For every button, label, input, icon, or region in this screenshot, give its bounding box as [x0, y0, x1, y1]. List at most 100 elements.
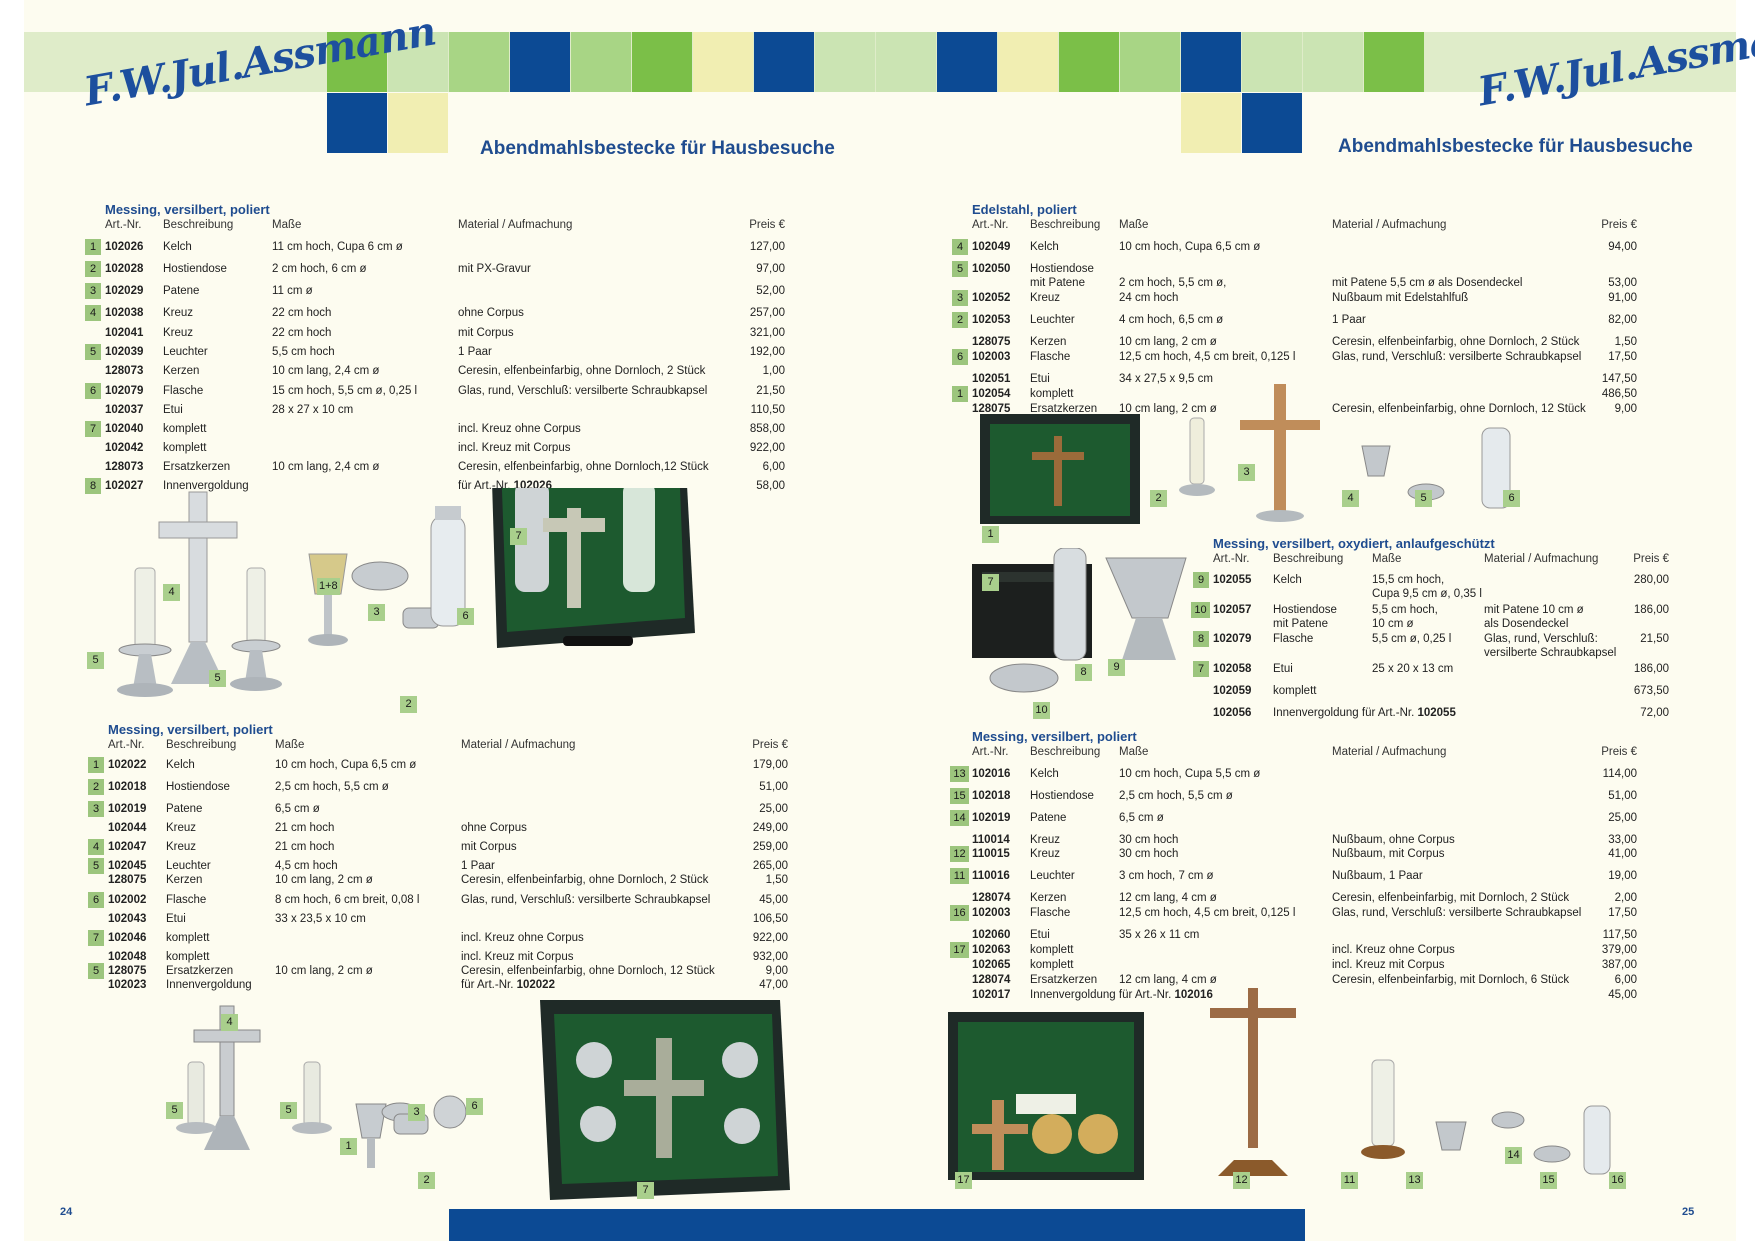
column-header-art: Art.-Nr. — [105, 219, 142, 231]
column-header-dims: Maße — [1372, 553, 1402, 565]
description: komplett — [166, 951, 210, 963]
candlestick-base-left — [176, 1122, 216, 1134]
photo-item-label: 2 — [418, 1172, 435, 1189]
article-number: 102059 — [1213, 685, 1252, 697]
description: Innenvergoldung — [166, 979, 252, 991]
section-title: Messing, versilbert, poliert — [108, 722, 273, 737]
product-photo-set-4 — [972, 548, 1187, 693]
description: komplett — [1030, 959, 1074, 971]
price: 387,00 — [1601, 959, 1637, 971]
dimensions: 8 cm hoch, 6 cm breit, 0,08 l — [275, 894, 420, 906]
item-number-badge: 5 — [85, 344, 101, 360]
article-number: 102027 — [105, 480, 144, 492]
article-number: 102063 — [972, 944, 1011, 956]
item-number-badge: 3 — [952, 290, 968, 306]
column-header-dims: Maße — [1119, 219, 1149, 231]
description: Kreuz — [166, 822, 197, 834]
header-square — [388, 32, 448, 92]
price: 19,00 — [1608, 870, 1637, 882]
material: 1 Paar — [1332, 314, 1366, 326]
description: Kerzen — [166, 874, 203, 886]
photo-item-label: 15 — [1540, 1172, 1557, 1189]
item-number-badge: 1 — [952, 386, 968, 402]
item-number-badge: 9 — [1193, 572, 1209, 588]
photo-item-label: 5 — [166, 1102, 183, 1119]
description: Leuchter — [163, 346, 208, 358]
item-number-badge: 1 — [88, 757, 104, 773]
description: Kerzen — [1030, 336, 1067, 348]
header-square — [449, 32, 509, 92]
section-title: Messing, versilbert, oxydiert, anlaufges… — [1213, 536, 1495, 551]
article-number: 102003 — [972, 907, 1011, 919]
article-number: 102049 — [972, 241, 1011, 253]
column-header-price: Preis € — [749, 219, 785, 231]
material: incl. Kreuz mit Corpus — [1332, 959, 1445, 971]
material: ohne Corpus — [461, 822, 527, 834]
column-header-art: Art.-Nr. — [108, 739, 145, 751]
candlestick-right — [230, 567, 282, 691]
photo-item-label: 2 — [400, 696, 417, 713]
description: Kreuz — [1030, 834, 1061, 846]
material: mit Patene 10 cm ø — [1484, 604, 1584, 616]
description: Kelch — [1273, 574, 1302, 586]
item-number-badge: 17 — [950, 942, 969, 958]
article-number: 102057 — [1213, 604, 1252, 616]
photo-item-label: 3 — [1238, 464, 1255, 481]
price: 6,00 — [1614, 974, 1637, 986]
description: Innenvergoldung für Art.-Nr. 102016 — [1030, 989, 1213, 1001]
material: Glas, rund, Verschluß: versilberte Schra… — [461, 894, 711, 906]
dimensions: 4 cm hoch, 6,5 cm ø — [1119, 314, 1224, 326]
steel-candlestick — [1179, 417, 1215, 496]
description: Kerzen — [1030, 892, 1067, 904]
price: 33,00 — [1608, 834, 1637, 846]
article-number: 102046 — [108, 932, 147, 944]
article-number: 102056 — [1213, 707, 1252, 719]
photo-item-label: 12 — [1233, 1172, 1250, 1189]
page-number-right: 25 — [1682, 1206, 1695, 1218]
description: Kreuz — [1030, 292, 1061, 304]
article-number: 128075 — [108, 965, 147, 977]
description: Flasche — [1030, 351, 1071, 363]
dimensions: 22 cm hoch — [272, 307, 332, 319]
column-header-desc: Beschreibung — [166, 739, 237, 751]
column-header-price: Preis € — [1601, 219, 1637, 231]
price: 45,00 — [759, 894, 788, 906]
flask-small — [433, 1095, 467, 1129]
article-number: 102022 — [108, 759, 147, 771]
column-header-art: Art.-Nr. — [972, 746, 1009, 758]
dimensions: 6,5 cm ø — [275, 803, 320, 815]
price: 1,50 — [765, 874, 788, 886]
column-header-mat: Material / Aufmachung — [1484, 553, 1599, 565]
steel-case — [980, 414, 1140, 524]
description: komplett — [166, 932, 210, 944]
photo-item-label: 5 — [209, 670, 226, 687]
material: mit Corpus — [458, 327, 514, 339]
item-number-badge: 6 — [85, 383, 101, 399]
article-number: 102003 — [972, 351, 1011, 363]
header-square — [1120, 32, 1180, 92]
article-number: 102041 — [105, 327, 144, 339]
carrying-case-2 — [540, 1000, 790, 1200]
header-square — [1059, 32, 1119, 92]
column-header-dims: Maße — [272, 219, 302, 231]
description: Etui — [1273, 663, 1293, 675]
price: 932,00 — [752, 951, 788, 963]
oxidized-flask — [1053, 548, 1087, 661]
header-square — [998, 32, 1058, 92]
photo-item-label: 3 — [408, 1104, 425, 1121]
price: 265,00 — [752, 860, 788, 872]
article-number: 102002 — [108, 894, 147, 906]
paten — [351, 561, 409, 591]
article-number: 102052 — [972, 292, 1011, 304]
column-header-desc: Beschreibung — [1273, 553, 1344, 565]
item-number-badge: 3 — [85, 283, 101, 299]
column-header-mat: Material / Aufmachung — [461, 739, 576, 751]
price: 6,00 — [762, 461, 785, 473]
material: Glas, rund, Verschluß: — [1484, 633, 1598, 645]
item-number-badge: 5 — [952, 261, 968, 277]
header-square — [571, 32, 631, 92]
article-number: 102038 — [105, 307, 144, 319]
column-header-mat: Material / Aufmachung — [1332, 746, 1447, 758]
dimensions: 12 cm lang, 4 cm ø — [1119, 892, 1217, 904]
article-number: 102079 — [105, 385, 144, 397]
